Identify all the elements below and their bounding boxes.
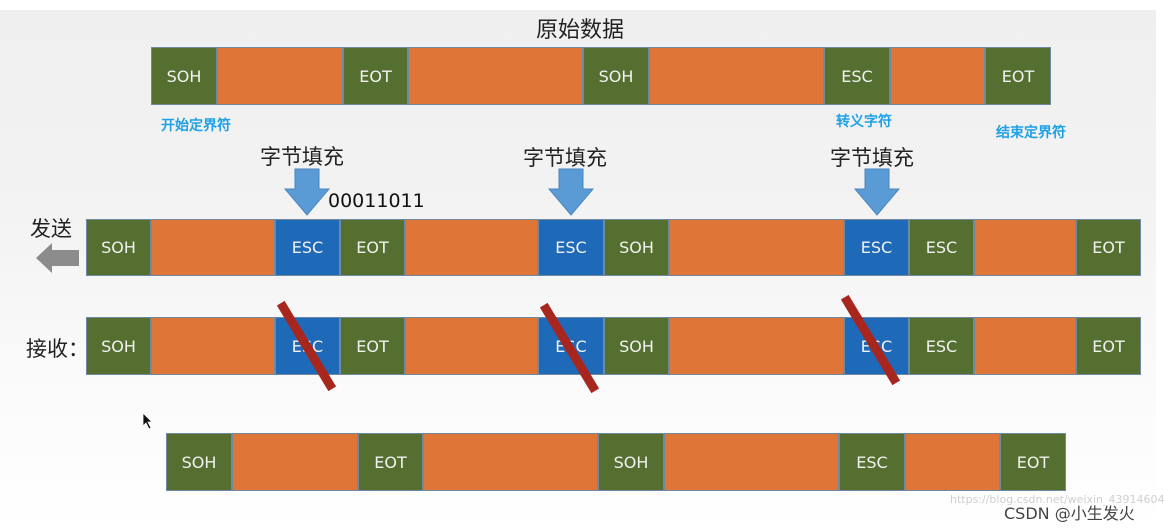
eot-byte: EOT	[1076, 219, 1141, 276]
stuffing-label-3: 字节填充	[830, 146, 914, 170]
stuffing-label-1: 字节填充	[260, 145, 344, 169]
eot-byte: EOT	[340, 317, 405, 375]
stuffed-esc-byte: ESC	[844, 219, 909, 276]
soh-byte: SOH	[86, 219, 151, 276]
soh-byte: SOH	[604, 219, 669, 276]
down-arrow-icon	[283, 168, 331, 216]
eot-byte: EOT	[358, 433, 423, 491]
stuffing-label-2: 字节填充	[523, 146, 607, 170]
soh-byte: SOH	[604, 317, 669, 375]
stuffed-esc-byte: ESC	[538, 219, 604, 276]
soh-byte: SOH	[86, 317, 151, 375]
mouse-cursor-icon	[142, 412, 153, 430]
data-segment	[217, 47, 343, 105]
watermark-url: https://blog.csdn.net/weixin_43914604	[950, 493, 1165, 506]
diagram-title: 原始数据	[536, 18, 625, 43]
eot-byte: EOT	[340, 219, 405, 276]
data-segment	[405, 219, 538, 276]
data-segment	[151, 317, 275, 375]
data-segment	[232, 433, 358, 491]
annotation-escape-char: 转义字符	[836, 114, 892, 130]
data-segment	[905, 433, 1000, 491]
original-frame: SOH EOT SOH ESC EOT	[151, 47, 1051, 105]
receive-label: 接收：	[26, 337, 89, 361]
esc-binary-value: 00011011	[328, 190, 425, 212]
data-segment	[669, 219, 844, 276]
down-arrow-icon	[547, 168, 595, 216]
data-segment	[664, 433, 839, 491]
esc-byte: ESC	[909, 317, 974, 375]
data-segment	[649, 47, 824, 105]
down-arrow-icon	[853, 168, 901, 216]
watermark-text: CSDN @小生发火	[1004, 504, 1135, 523]
esc-byte: ESC	[909, 219, 974, 276]
stuffed-esc-byte: ESC	[275, 219, 340, 276]
left-arrow-icon	[36, 243, 79, 273]
soh-byte: SOH	[151, 47, 217, 105]
annotation-start-delimiter: 开始定界符	[161, 118, 231, 134]
data-segment	[974, 219, 1076, 276]
data-segment	[405, 317, 538, 375]
data-segment	[669, 317, 844, 375]
data-segment	[423, 433, 598, 491]
eot-byte: EOT	[343, 47, 408, 105]
data-segment	[974, 317, 1076, 375]
soh-byte: SOH	[583, 47, 649, 105]
data-segment	[408, 47, 583, 105]
esc-byte: ESC	[824, 47, 890, 105]
annotation-end-delimiter: 结束定界符	[996, 125, 1066, 141]
soh-byte: SOH	[166, 433, 232, 491]
eot-byte: EOT	[1076, 317, 1141, 375]
eot-byte: EOT	[1000, 433, 1066, 491]
send-label: 发送	[30, 217, 72, 241]
data-segment	[890, 47, 985, 105]
eot-byte: EOT	[985, 47, 1051, 105]
data-segment	[151, 219, 275, 276]
restored-frame: SOH EOT SOH ESC EOT	[166, 433, 1066, 491]
esc-byte: ESC	[839, 433, 905, 491]
soh-byte: SOH	[598, 433, 664, 491]
